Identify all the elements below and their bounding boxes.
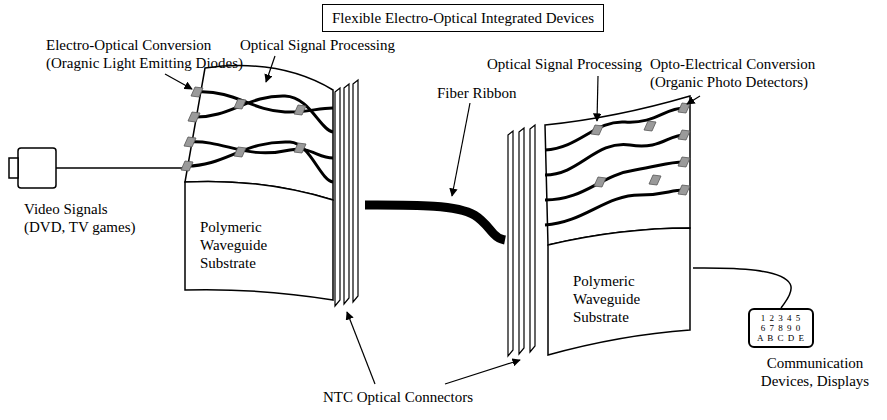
optical-device [181, 161, 193, 171]
leader-arrow [266, 56, 275, 82]
display-text: 6 7 8 9 0 [757, 323, 805, 333]
waveguide [545, 108, 684, 150]
leader-arrow [445, 360, 520, 384]
waveguide [197, 92, 333, 112]
annotation-label: Fiber Ribbon [437, 84, 517, 102]
optical-device [591, 125, 603, 135]
optical-device [294, 105, 306, 115]
optical-device [678, 157, 690, 167]
leader-arrow [347, 312, 375, 384]
waveguide [545, 190, 684, 225]
substrate-face [185, 181, 333, 300]
substrate-label: Polymeric Waveguide Substrate [200, 218, 280, 272]
connector-plate [519, 128, 524, 354]
display-text: 1 2 3 4 5 [757, 313, 805, 323]
video-cable [56, 167, 188, 169]
optical-device [644, 121, 656, 131]
substrate-face [185, 66, 333, 200]
signal-cable [693, 268, 791, 308]
camera-body [18, 148, 56, 188]
annotation-label: Opto-Electrical Conversion (Organic Phot… [650, 55, 835, 91]
optical-device [234, 99, 246, 109]
fiber-ribbon [365, 205, 505, 240]
substrate-face [545, 96, 690, 245]
annotation-label: NTC Optical Connectors [323, 388, 473, 406]
connector-plate [508, 131, 513, 356]
substrate-face [548, 228, 690, 355]
optical-device [191, 87, 203, 97]
camera-lens [9, 158, 18, 178]
display-text: A B C D E [757, 333, 805, 343]
waveguide [545, 135, 684, 175]
optical-device [234, 147, 246, 157]
optical-device [184, 137, 196, 147]
optical-device [594, 177, 606, 187]
optical-device [649, 175, 661, 185]
display-device: 1 2 3 4 56 7 8 9 0A B C D E [748, 308, 814, 348]
waveguide [194, 96, 333, 132]
annotation-label: Optical Signal Processing [487, 55, 642, 73]
leader-arrow [452, 103, 470, 196]
annotation-label: Optical Signal Processing [240, 36, 395, 54]
connector-plate [530, 125, 535, 352]
waveguide [187, 142, 333, 182]
connector-plate [353, 80, 358, 302]
leader-arrow [597, 76, 598, 121]
substrate-label: Polymeric Waveguide Substrate [573, 272, 653, 326]
leader-arrow [165, 74, 192, 89]
optical-device [678, 130, 690, 140]
optical-device [678, 103, 690, 113]
optical-device [678, 185, 690, 195]
connector-plate [335, 88, 340, 306]
diagram-title: Flexible Electro-Optical Integrated Devi… [322, 4, 604, 32]
annotation-label: Electro-Optical Conversion (Oragnic Ligh… [46, 36, 248, 72]
optical-device [294, 143, 306, 153]
connector-plate [344, 84, 349, 304]
annotation-label: Video Signals (DVD, TV games) [24, 200, 136, 236]
annotation-label: Communication Devices, Displays [756, 354, 874, 390]
optical-device [188, 112, 200, 122]
leader-arrow [687, 96, 700, 104]
